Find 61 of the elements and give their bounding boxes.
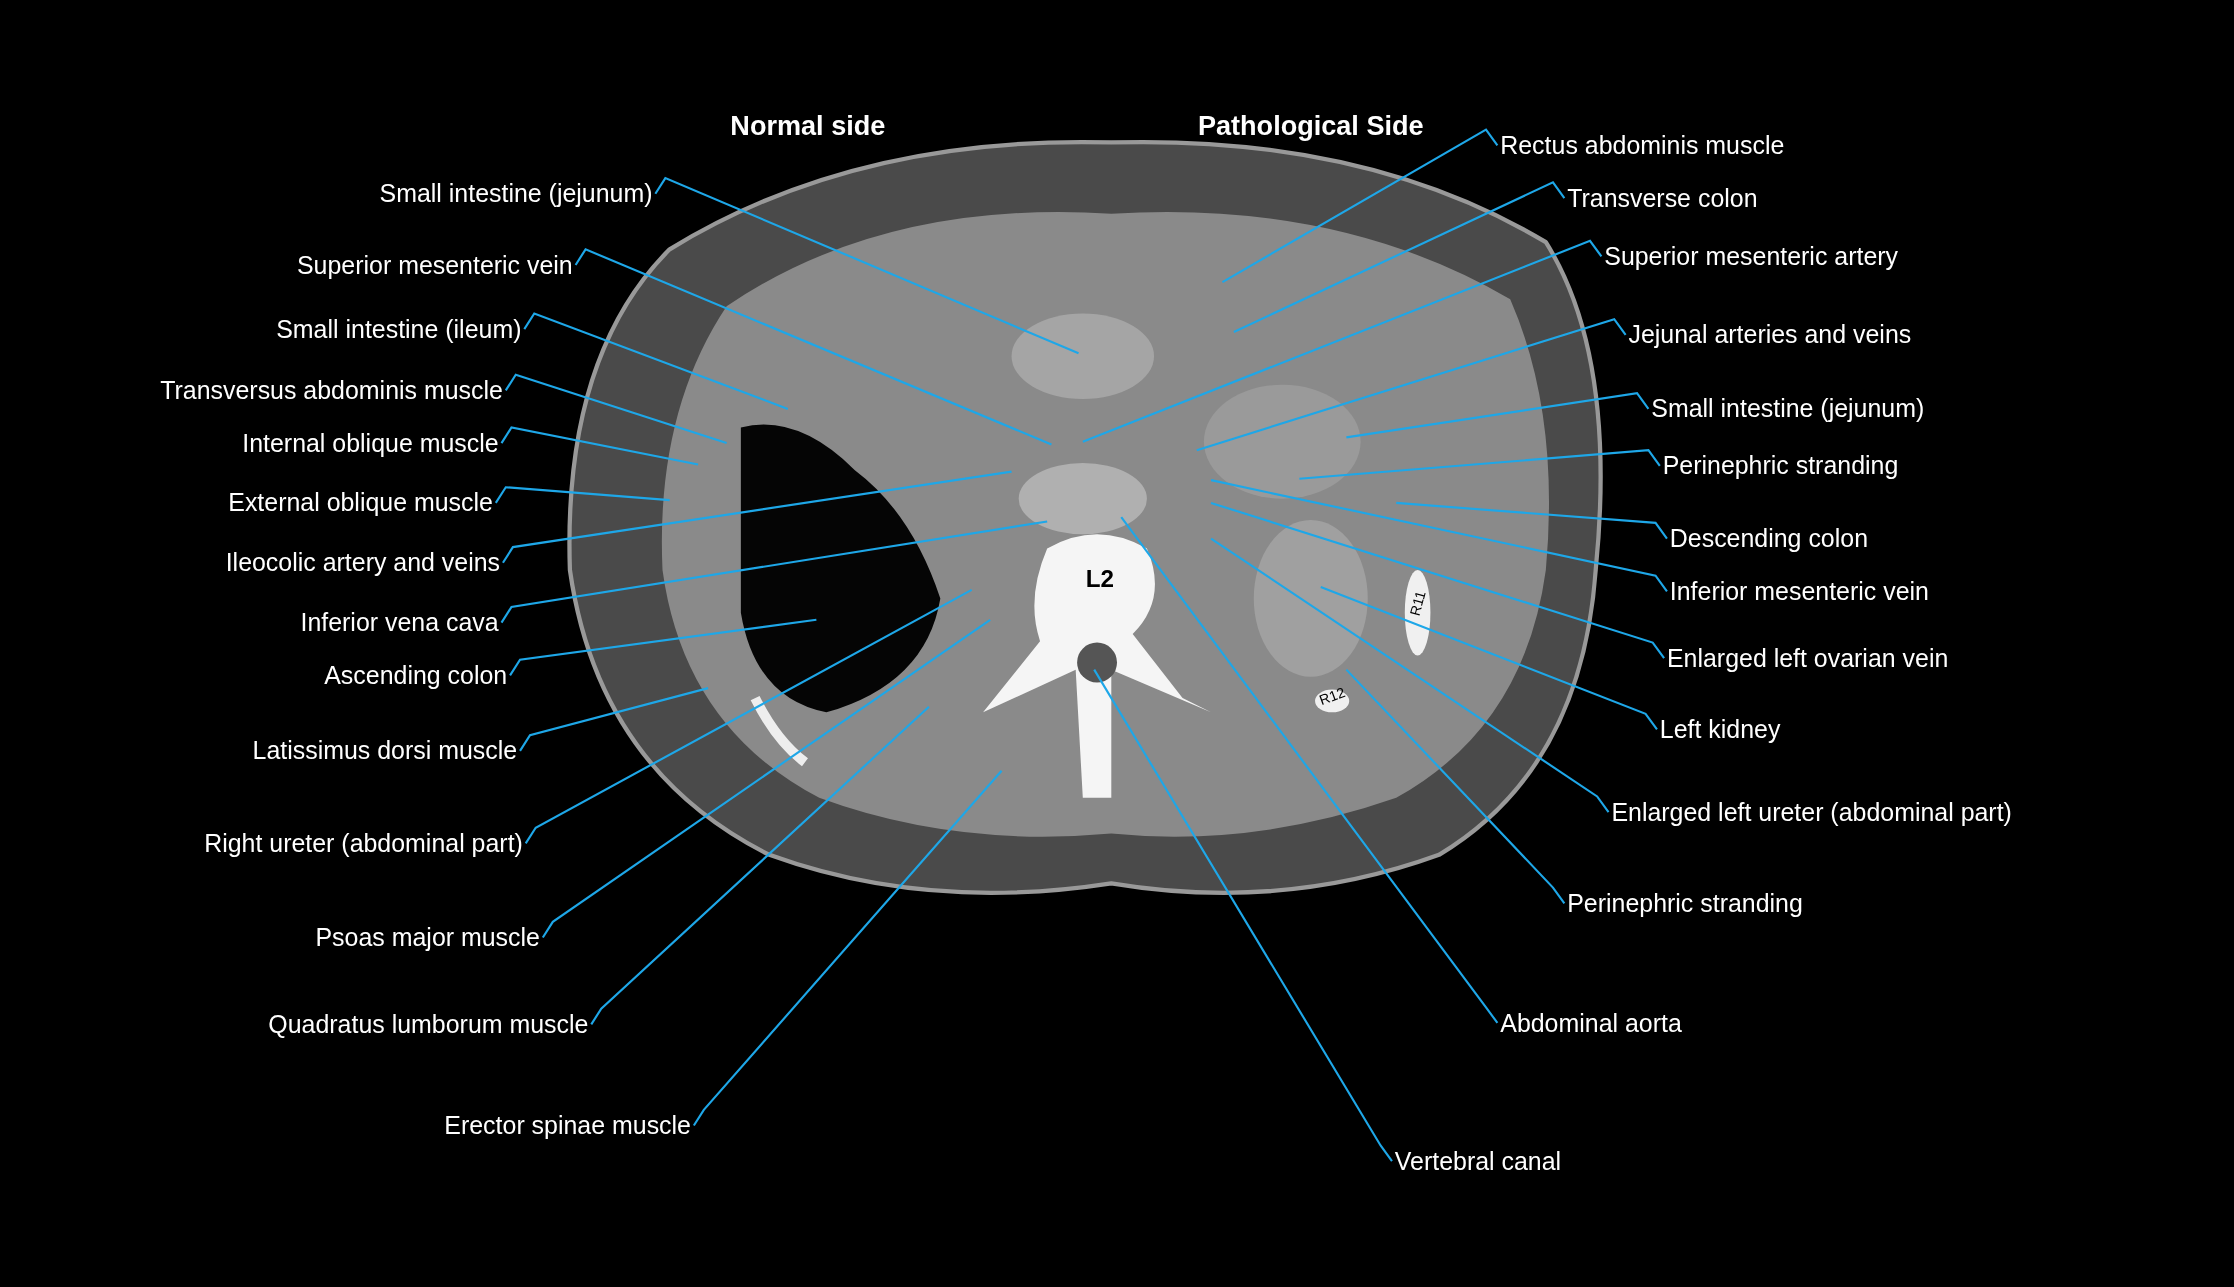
leader-line — [524, 588, 973, 845]
structure-label: Inferior vena cava — [300, 606, 499, 639]
leader-line — [1345, 668, 1566, 904]
leader-line — [504, 373, 727, 445]
leader-line — [1320, 586, 1658, 731]
leader-line — [1210, 479, 1668, 592]
leader-line — [1210, 501, 1665, 659]
structure-label: Erector spinae muscle — [444, 1109, 691, 1142]
structure-label: Right ureter (abdominal part) — [204, 827, 523, 860]
leader-line — [692, 770, 1003, 1127]
leader-line — [1221, 128, 1499, 284]
leader-line — [500, 520, 1048, 624]
structure-label: Transversus abdominis muscle — [160, 374, 503, 407]
leader-line — [541, 618, 991, 939]
leader-line — [1210, 537, 1610, 813]
leader-line — [1082, 239, 1603, 443]
structure-label: Ileocolic artery and veins — [225, 547, 501, 579]
view-heading: Pathological Side — [1197, 111, 1424, 143]
structure-label: Perinephric stranding — [1662, 450, 1899, 482]
structure-label: Descending colon — [1669, 522, 1868, 555]
structure-label: Abdominal aorta — [1500, 1007, 1682, 1039]
structure-label: External oblique muscle — [228, 487, 493, 519]
structure-label: Enlarged left ovarian vein — [1666, 642, 1949, 674]
structure-label: Superior mesenteric vein — [296, 249, 573, 281]
leader-line — [1299, 449, 1661, 480]
structure-label: Rectus abdominis muscle — [1500, 129, 1785, 161]
leader-line — [590, 705, 930, 1025]
structure-label: Small intestine (ileum) — [276, 313, 522, 345]
leader-line — [500, 426, 699, 466]
structure-label: Inferior mesenteric vein — [1669, 575, 1929, 607]
structure-label: Small intestine (jejunum) — [1651, 393, 1925, 425]
structure-label: Enlarged left ureter (abdominal part) — [1611, 796, 2012, 828]
leader-line — [519, 687, 709, 752]
structure-label: Ascending colon — [324, 659, 508, 691]
structure-label: Perinephric stranding — [1567, 887, 1803, 919]
leader-line — [523, 312, 789, 410]
leader-line — [1196, 317, 1627, 452]
structure-label: Superior mesenteric artery — [1604, 240, 1899, 273]
leader-line — [1233, 181, 1566, 333]
leader-line — [654, 176, 1079, 355]
structure-label: Latissimus dorsi muscle — [252, 735, 518, 767]
leader-line — [1120, 516, 1499, 1024]
structure-label: Internal oblique muscle — [242, 427, 499, 459]
view-heading: Normal side — [730, 111, 886, 143]
leader-line — [1396, 501, 1668, 540]
structure-label: Quadratus lumborum muscle — [268, 1008, 589, 1041]
structure-label: Psoas major muscle — [315, 921, 540, 954]
vertebra-label: L2 — [1085, 565, 1115, 595]
leader-line — [509, 618, 817, 676]
structure-label: Transverse colon — [1567, 182, 1758, 214]
leader-line — [502, 470, 1012, 564]
structure-label: Jejunal arteries and veins — [1628, 319, 1912, 351]
leader-line — [1093, 669, 1393, 1162]
structure-label: Vertebral canal — [1394, 1145, 1562, 1177]
rib-label: R11 — [1406, 589, 1429, 618]
leader-line — [574, 248, 1052, 446]
leader-line — [494, 486, 670, 504]
rib-label: R12 — [1317, 684, 1348, 708]
leader-line — [1346, 392, 1650, 439]
structure-label: Left kidney — [1659, 713, 1781, 746]
structure-label: Small intestine (jejunum) — [379, 178, 653, 210]
